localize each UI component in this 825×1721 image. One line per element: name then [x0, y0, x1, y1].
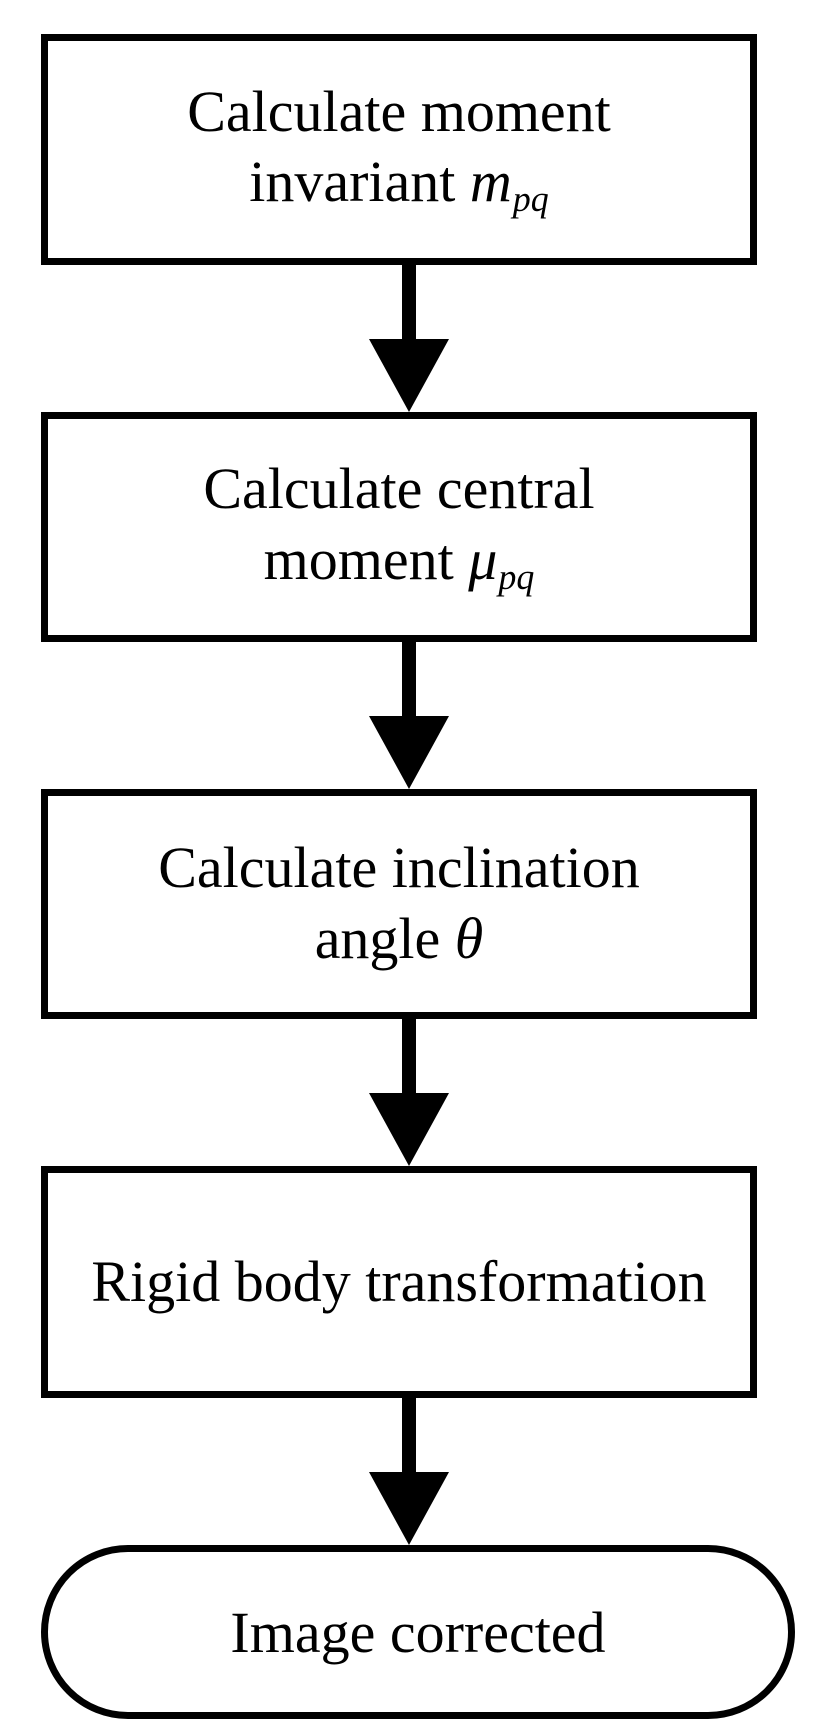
flow-arrow-4: [369, 1398, 449, 1545]
flow-arrow-2: [369, 642, 449, 789]
flow-arrow-1: [369, 265, 449, 412]
step-label-text: invariant: [249, 149, 470, 215]
step-label-line2: invariant mpq: [249, 147, 549, 222]
math-symbol: m: [469, 149, 512, 215]
terminal-label: Image corrected: [230, 1599, 606, 1665]
step-label-line2: angle θ: [315, 904, 484, 975]
math-symbol: θ: [454, 906, 484, 971]
step-box-calculate-central-moment: Calculate central moment μpq: [41, 412, 757, 642]
step-box-calculate-moment-invariant: Calculate moment invariant mpq: [41, 34, 757, 265]
math-symbol: μ: [468, 526, 498, 592]
step-box-calculate-inclination-angle: Calculate inclination angle θ: [41, 789, 757, 1019]
step-label-line1: Calculate moment: [187, 78, 611, 144]
step-label-text: moment: [263, 526, 469, 592]
step-label-text: angle: [314, 906, 455, 971]
step-label-line1: Rigid body transformation: [91, 1248, 707, 1314]
flow-arrow-3: [369, 1019, 449, 1166]
terminal-image-corrected: Image corrected: [41, 1545, 795, 1719]
step-label-line2: moment μpq: [264, 525, 535, 600]
math-subscript: pq: [512, 179, 549, 220]
step-label-line1: Calculate inclination: [158, 835, 640, 901]
step-label-line1: Calculate central: [203, 456, 595, 522]
step-box-rigid-body-transformation: Rigid body transformation: [41, 1166, 757, 1398]
math-subscript: pq: [498, 556, 535, 597]
